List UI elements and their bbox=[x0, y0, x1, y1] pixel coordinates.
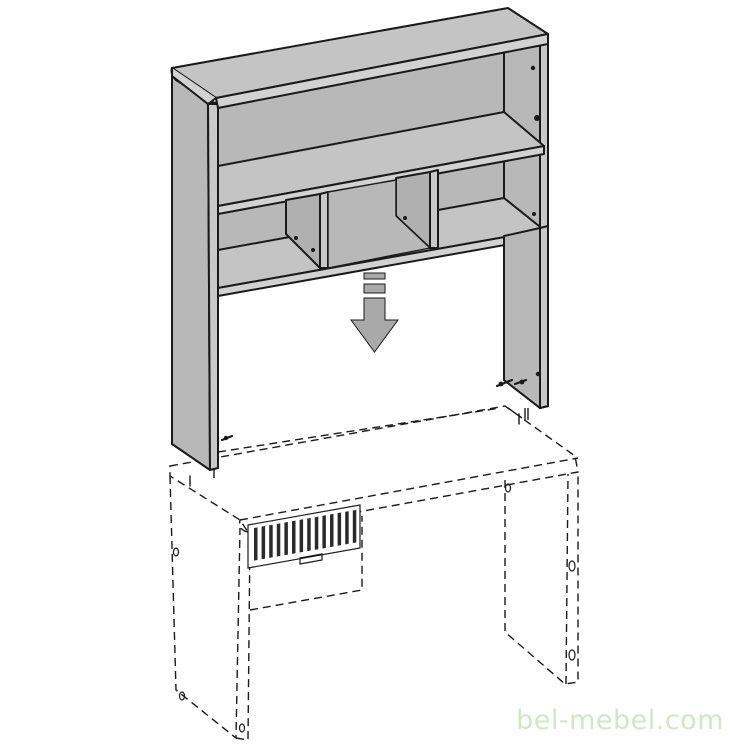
grille-slot bbox=[292, 520, 296, 554]
grille-slot bbox=[330, 513, 334, 548]
grille-slot bbox=[337, 512, 342, 546]
grille-slot bbox=[261, 526, 266, 560]
hutch-superstructure bbox=[170, 7, 549, 471]
grille-slot bbox=[269, 524, 273, 558]
grille-slot bbox=[299, 519, 304, 553]
grille-slot bbox=[314, 516, 319, 550]
desk-cable-grille bbox=[247, 504, 361, 569]
grille-slot bbox=[322, 515, 326, 549]
grille-slot bbox=[254, 527, 258, 561]
desk-dashed-outline bbox=[169, 405, 579, 741]
grille-slot bbox=[307, 517, 311, 552]
dowel-connectors bbox=[220, 378, 529, 442]
grille-slot bbox=[345, 511, 349, 545]
grille-slot bbox=[276, 523, 281, 557]
grille-slot bbox=[352, 509, 357, 544]
grille-slot bbox=[284, 522, 288, 556]
watermark-text: bel-mebel.com bbox=[516, 705, 724, 736]
alignment-projection-lines bbox=[213, 407, 523, 478]
down-arrow-icon bbox=[350, 272, 399, 353]
